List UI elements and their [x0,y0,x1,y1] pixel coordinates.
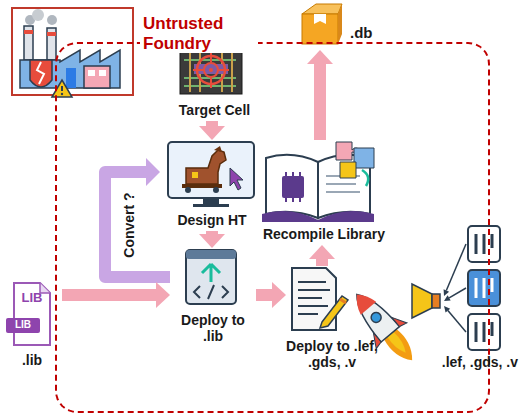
document-pen-icon [292,268,348,330]
node-label: Deploy to .lef, .gds, .v [286,338,378,370]
deploy-layout-step: Deploy to .lef, .gds, .v [286,266,444,378]
icon-label: LIB [14,290,50,306]
arrow-head [146,158,160,186]
node-label: Design HT [160,212,264,228]
deploy-lib-step: Deploy to .lib [170,248,256,352]
library-book-icon [262,142,374,222]
arrow-head [199,126,225,140]
flow-arrow [199,231,225,248]
arrow-shaft [314,64,326,140]
code-window-icon [186,250,236,304]
design-step: Design HT [160,140,264,231]
chip-layout-icon [180,46,242,94]
arrow-head [309,245,335,259]
foundry-icon [12,8,133,97]
target-cell: Target Cell [167,46,262,121]
megaphone-icon [412,284,440,318]
node-label: Recompile Library [254,226,394,242]
icon-label: LIB [6,319,40,331]
region-title: Untrusted Foundry [140,14,258,53]
input-layout-files: .lef, .gds, .v [458,222,518,374]
arrow-head [444,289,450,296]
flow-arrow [444,244,466,332]
flow-arrow [105,158,170,277]
node-label: .lib [2,352,62,368]
arrow-shaft [316,259,328,266]
node-label: .db [350,24,386,41]
flow-arrow [256,282,286,308]
arrow-head [307,50,333,64]
node-label: Target Cell [167,102,262,118]
output-db: .db [298,2,388,50]
arrow-head [156,282,170,308]
lib-file-icon [6,283,50,345]
arrow-shaft [448,311,466,332]
flow-arrow [309,245,335,266]
arrow-shaft [62,289,156,301]
node-label: Deploy to .lib [170,312,256,344]
node-label: .lef, .gds, .v [442,354,518,370]
flow-arrow [62,282,170,308]
arrow-head [199,234,225,248]
edge-label: Convert ? [120,192,136,257]
flow-arrow [199,121,225,140]
arrow-shaft [256,289,272,301]
recompile-step: Recompile Library [254,140,394,245]
arrow-shaft [449,288,466,298]
flow-arrow [307,50,333,140]
monitor-trojan-icon [168,142,254,207]
arrow-head [272,282,286,308]
package-icon [302,4,342,44]
arrow-shaft [446,244,466,290]
arrow-head [444,306,450,313]
arrow-shaft [206,231,218,234]
arrow-head [444,295,451,301]
arrow-shaft [105,172,170,277]
arrow-shaft [206,121,218,126]
layout-files-icon [468,226,500,350]
